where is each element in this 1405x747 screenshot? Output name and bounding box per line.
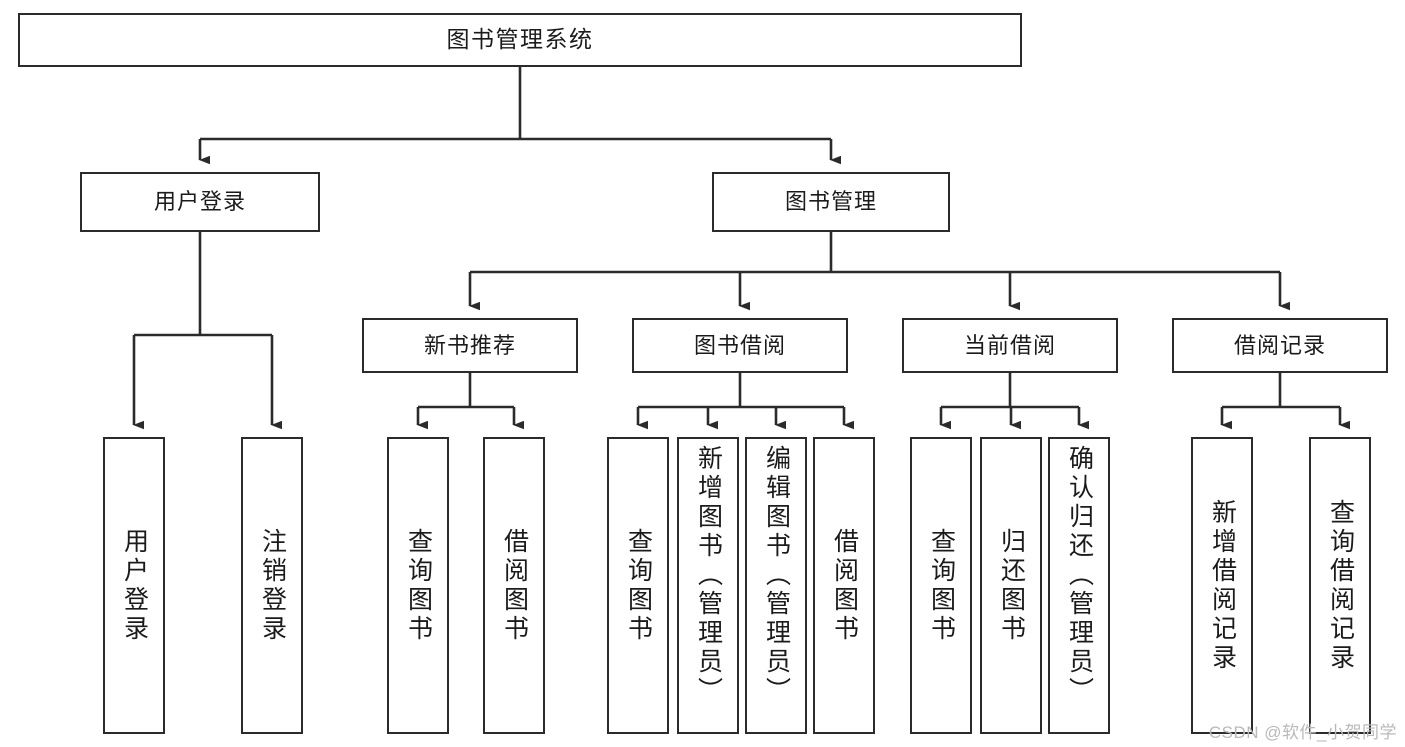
node-bb-edit-book-label: 编辑图书（管理员） xyxy=(762,445,791,706)
node-user-login-do[interactable]: 用户登录 xyxy=(103,437,165,734)
node-cb-return-book[interactable]: 归还图书 xyxy=(980,437,1042,734)
node-borrow-record-label: 借阅记录 xyxy=(1233,332,1326,358)
node-user-login[interactable]: 用户登录 xyxy=(80,172,320,232)
node-user-logout-label: 注销登录 xyxy=(258,527,287,644)
node-nbr-borrow-book[interactable]: 借阅图书 xyxy=(483,437,545,734)
node-root[interactable]: 图书管理系统 xyxy=(18,13,1022,67)
node-bb-add-book-label: 新增图书（管理员） xyxy=(694,445,723,706)
node-current-borrow[interactable]: 当前借阅 xyxy=(902,318,1118,373)
watermark-text: CSDN @软件_小贺同学 xyxy=(1208,723,1397,742)
node-current-borrow-label: 当前借阅 xyxy=(963,332,1056,358)
node-bb-add-book[interactable]: 新增图书（管理员） xyxy=(677,437,739,734)
node-bb-borrow-book[interactable]: 借阅图书 xyxy=(813,437,875,734)
node-cb-query-book-label: 查询图书 xyxy=(927,527,956,644)
node-cb-confirm-return[interactable]: 确认归还（管理员） xyxy=(1048,437,1110,734)
node-bb-query-book-label: 查询图书 xyxy=(624,527,653,644)
node-book-manage-label: 图书管理 xyxy=(784,189,877,215)
node-br-query-record[interactable]: 查询借阅记录 xyxy=(1309,437,1371,734)
node-br-query-record-label: 查询借阅记录 xyxy=(1326,498,1355,673)
node-cb-confirm-return-label: 确认归还（管理员） xyxy=(1065,445,1094,706)
node-nbr-query-book-label: 查询图书 xyxy=(404,527,433,644)
node-nbr-borrow-book-label: 借阅图书 xyxy=(500,527,529,644)
node-bb-edit-book[interactable]: 编辑图书（管理员） xyxy=(745,437,807,734)
node-book-borrow-label: 图书借阅 xyxy=(693,332,786,358)
node-nbr-query-book[interactable]: 查询图书 xyxy=(387,437,449,734)
node-book-manage[interactable]: 图书管理 xyxy=(712,172,950,232)
node-cb-return-book-label: 归还图书 xyxy=(997,527,1026,644)
node-root-label: 图书管理系统 xyxy=(446,26,594,53)
node-cb-query-book[interactable]: 查询图书 xyxy=(910,437,972,734)
node-user-logout[interactable]: 注销登录 xyxy=(241,437,303,734)
node-br-add-record[interactable]: 新增借阅记录 xyxy=(1191,437,1253,734)
node-new-book-recommend[interactable]: 新书推荐 xyxy=(362,318,578,373)
node-user-login-do-label: 用户登录 xyxy=(120,527,149,644)
node-book-borrow[interactable]: 图书借阅 xyxy=(632,318,848,373)
node-user-login-label: 用户登录 xyxy=(153,189,246,215)
node-new-book-recommend-label: 新书推荐 xyxy=(423,332,516,358)
node-br-add-record-label: 新增借阅记录 xyxy=(1208,498,1237,673)
node-bb-query-book[interactable]: 查询图书 xyxy=(607,437,669,734)
node-bb-borrow-book-label: 借阅图书 xyxy=(830,527,859,644)
node-borrow-record[interactable]: 借阅记录 xyxy=(1172,318,1388,373)
